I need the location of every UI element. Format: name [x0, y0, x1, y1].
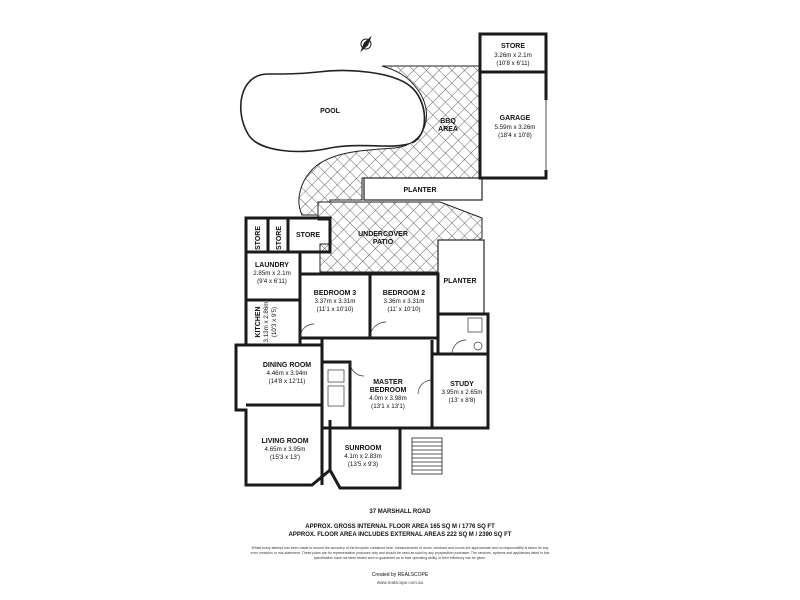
planter-top [363, 177, 483, 201]
laundry-label: LAUNDRY [255, 262, 289, 269]
living-dim1: 4.65m x 3.95m [265, 446, 306, 453]
living-label: LIVING ROOM [261, 438, 308, 445]
dining-label: DINING ROOM [263, 362, 311, 369]
bed3-dim2: (11'1 x 10'10) [317, 306, 354, 313]
planter-top-label: PLANTER [403, 187, 436, 194]
disclaimer: Whilst every attempt has been made to en… [250, 546, 550, 560]
pool-label: POOL [320, 108, 341, 115]
kitchen-label: KITCHEN [255, 306, 262, 337]
area-line-1: APPROX. GROSS INTERNAL FLOOR AREA 165 SQ… [305, 524, 495, 530]
sunroom-label: SUNROOM [345, 445, 382, 452]
store-top-dim1: 3.26m x 2.1m [494, 52, 532, 59]
planter-right-label: PLANTER [443, 278, 476, 285]
bbq-label-2: AREA [438, 126, 458, 133]
master-label-1: MASTER [373, 379, 403, 386]
store-a-label: STORE [255, 226, 262, 250]
property-address: 37 MARSHALL ROAD [369, 509, 431, 515]
master-label-2: BEDROOM [370, 387, 407, 394]
dining-dim2: (14'8 x 12'11) [269, 378, 306, 385]
dining-dim1: 4.46m x 3.94m [267, 370, 308, 377]
patio-label-2: PATIO [373, 239, 394, 246]
garage-dim1: 5.59m x 3.26m [495, 124, 536, 131]
stairs [411, 437, 443, 475]
bbq-label-1: BBQ [440, 118, 456, 125]
credit-url: www.realscope.com.au [376, 580, 424, 585]
garage-label: GARAGE [500, 115, 531, 122]
bed3-label: BEDROOM 3 [314, 290, 357, 297]
store-top [478, 32, 548, 74]
bed3-dim1: 3.37m x 3.31m [315, 298, 356, 305]
store-top-label: STORE [501, 43, 525, 50]
store-top-dim2: (10'8 x 6'11) [496, 60, 529, 67]
kitchen-dim1: 3.13m x 2.86m [263, 302, 270, 343]
store-c-label: STORE [296, 232, 320, 239]
garage-dim2: (18'4 x 10'8) [498, 132, 532, 139]
sunroom-dim1: 4.1m x 2.83m [344, 453, 382, 460]
bed2-dim2: (11' x 10'10) [387, 306, 420, 313]
bed2-dim1: 3.36m x 3.31m [384, 298, 425, 305]
kitchen-dim2: (10'3 x 9'5) [271, 307, 278, 337]
master-dim2: (13'1 x 13'1) [371, 403, 405, 410]
laundry-dim1: 2.85m x 2.1m [253, 270, 291, 277]
compass-icon [360, 35, 372, 53]
credit: Created by REALSCOPE [371, 572, 429, 578]
study-dim2: (13' x 8'8) [449, 397, 476, 404]
study-label: STUDY [450, 381, 474, 388]
planter-right [437, 239, 485, 315]
patio-label-1: UNDERCOVER [358, 231, 408, 238]
area-line-2: APPROX. FLOOR AREA INCLUDES EXTERNAL ARE… [288, 532, 512, 538]
sunroom-dim2: (13'5 x 9'3) [348, 461, 378, 468]
store-b-label: STORE [276, 226, 283, 250]
living-dim2: (15'3 x 13') [270, 454, 300, 461]
study-dim1: 3.95m x 2.65m [442, 389, 483, 396]
bed2-label: BEDROOM 2 [383, 290, 426, 297]
laundry-dim2: (9'4 x 6'11) [257, 278, 287, 285]
master-dim1: 4.0m x 3.98m [369, 395, 407, 402]
